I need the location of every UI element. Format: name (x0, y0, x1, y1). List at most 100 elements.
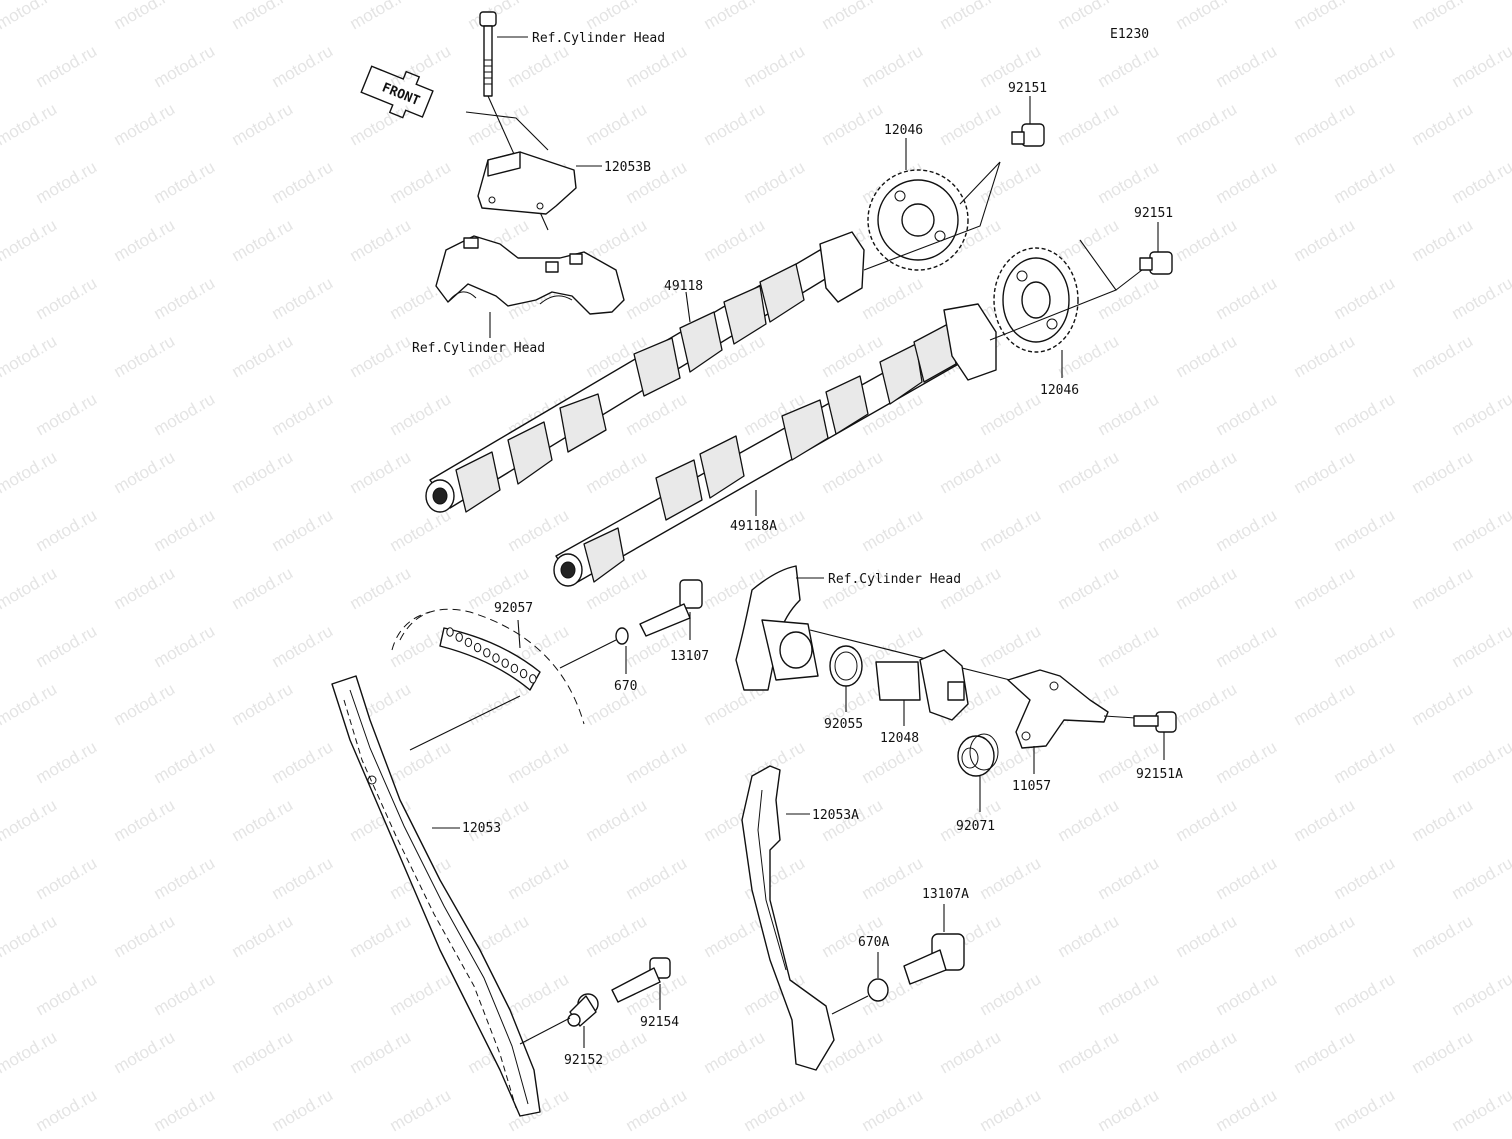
watermark-text: motod.ru (505, 737, 573, 787)
watermark-text: motod.ru (1173, 215, 1241, 265)
label-ref-cylinder-head-left: Ref.Cylinder Head (412, 341, 545, 356)
watermark-text: motod.ru (0, 99, 60, 149)
watermark-text: motod.ru (229, 99, 297, 149)
o-ring-670 (616, 628, 628, 644)
label-92055: 92055 (824, 717, 863, 732)
watermark-text: motod.ru (1213, 389, 1281, 439)
label-49118A: 49118A (730, 519, 777, 534)
watermark-text: motod.ru (819, 447, 887, 497)
watermark-text: motod.ru (1173, 0, 1241, 33)
watermark-text: motod.ru (1331, 969, 1399, 1019)
watermark-text: motod.ru (229, 215, 297, 265)
watermark-text: motod.ru (977, 1085, 1045, 1134)
label-12046-upper: 12046 (884, 123, 923, 138)
watermark-text: motod.ru (583, 99, 651, 149)
watermark-text: motod.ru (859, 41, 927, 91)
chain-link (447, 628, 453, 636)
watermark-text: motod.ru (387, 969, 455, 1019)
watermark-text: motod.ru (505, 505, 573, 555)
watermark-text: motod.ru (741, 157, 809, 207)
label-49118: 49118 (664, 279, 703, 294)
watermark-text: motod.ru (1449, 1085, 1512, 1134)
label-13107A: 13107A (922, 887, 969, 902)
watermark-text: motod.ru (1291, 0, 1359, 33)
watermark-text: motod.ru (1213, 737, 1281, 787)
cam-sprocket-12046-lower (994, 248, 1078, 352)
watermark-text: motod.ru (387, 389, 455, 439)
watermark-text: motod.ru (151, 389, 219, 439)
watermark-text: motod.ru (1331, 1085, 1399, 1134)
watermark-text: motod.ru (387, 157, 455, 207)
watermark-text: motod.ru (1095, 1085, 1163, 1134)
watermark-text: motod.ru (151, 737, 219, 787)
watermark-text: motod.ru (111, 563, 179, 613)
watermark-text: motod.ru (33, 505, 101, 555)
watermark-text: motod.ru (1055, 215, 1123, 265)
label-12048: 12048 (880, 731, 919, 746)
watermark-text: motod.ru (1331, 737, 1399, 787)
watermark-text: motod.ru (151, 853, 219, 903)
label-670A: 670A (858, 935, 889, 950)
watermark-text: motod.ru (269, 1085, 337, 1134)
chain-link (520, 669, 526, 677)
label-92151-mid: 92151 (1134, 206, 1173, 221)
watermark-text: motod.ru (1291, 679, 1359, 729)
watermark-text: motod.ru (1449, 853, 1512, 903)
watermark-text: motod.ru (1291, 215, 1359, 265)
watermark-text: motod.ru (1055, 563, 1123, 613)
watermark-text: motod.ru (33, 1085, 101, 1134)
watermark-text: motod.ru (1409, 563, 1477, 613)
bracket-11057 (1008, 670, 1108, 748)
watermark-text: motod.ru (229, 0, 297, 33)
watermark-text: motod.ru (819, 331, 887, 381)
watermark-text: motod.ru (465, 0, 533, 33)
watermark-text: motod.ru (229, 679, 297, 729)
watermark-text: motod.ru (151, 273, 219, 323)
watermark-text: motod.ru (269, 621, 337, 671)
label-92071: 92071 (956, 819, 995, 834)
watermark-text: motod.ru (1291, 1027, 1359, 1077)
watermark-text: motod.ru (1213, 41, 1281, 91)
watermark-text: motod.ru (1095, 621, 1163, 671)
watermark-text: motod.ru (701, 911, 769, 961)
chain-link (456, 633, 462, 641)
watermark-text: motod.ru (859, 273, 927, 323)
watermark-text: motod.ru (583, 0, 651, 33)
watermark-text: motod.ru (1449, 389, 1512, 439)
watermark-text: motod.ru (151, 157, 219, 207)
bolt-92151-mid (1140, 252, 1172, 274)
watermark-text: motod.ru (347, 911, 415, 961)
watermark-text: motod.ru (977, 157, 1045, 207)
watermark-text: motod.ru (741, 41, 809, 91)
watermark-text: motod.ru (1095, 505, 1163, 555)
label-12046-lower: 12046 (1040, 383, 1079, 398)
watermark-text: motod.ru (111, 215, 179, 265)
watermark-text: motod.ru (347, 1027, 415, 1077)
watermark-text: motod.ru (623, 41, 691, 91)
watermark-text: motod.ru (937, 99, 1005, 149)
watermark-text: motod.ru (1409, 447, 1477, 497)
label-13107: 13107 (670, 649, 709, 664)
watermark-text: motod.ru (1409, 911, 1477, 961)
watermark-text: motod.ru (859, 505, 927, 555)
label-ref-cylinder-head-right: Ref.Cylinder Head (828, 572, 961, 587)
watermark-text: motod.ru (1331, 853, 1399, 903)
watermark-text: motod.ru (1213, 1085, 1281, 1134)
label-92151-upper: 92151 (1008, 81, 1047, 96)
watermark-text: motod.ru (1173, 331, 1241, 381)
watermark-text: motod.ru (0, 0, 60, 33)
watermark-text: motod.ru (0, 1027, 60, 1077)
watermark-text: motod.ru (1409, 215, 1477, 265)
watermark-text: motod.ru (1409, 679, 1477, 729)
watermark-text: motod.ru (269, 389, 337, 439)
watermark-text: motod.ru (977, 505, 1045, 555)
watermark-text: motod.ru (977, 621, 1045, 671)
watermark-text: motod.ru (505, 41, 573, 91)
watermark-text: motod.ru (1095, 389, 1163, 439)
watermark-text: motod.ru (111, 795, 179, 845)
watermark-text: motod.ru (1409, 0, 1477, 33)
watermark-text: motod.ru (151, 505, 219, 555)
watermark-text: motod.ru (465, 679, 533, 729)
